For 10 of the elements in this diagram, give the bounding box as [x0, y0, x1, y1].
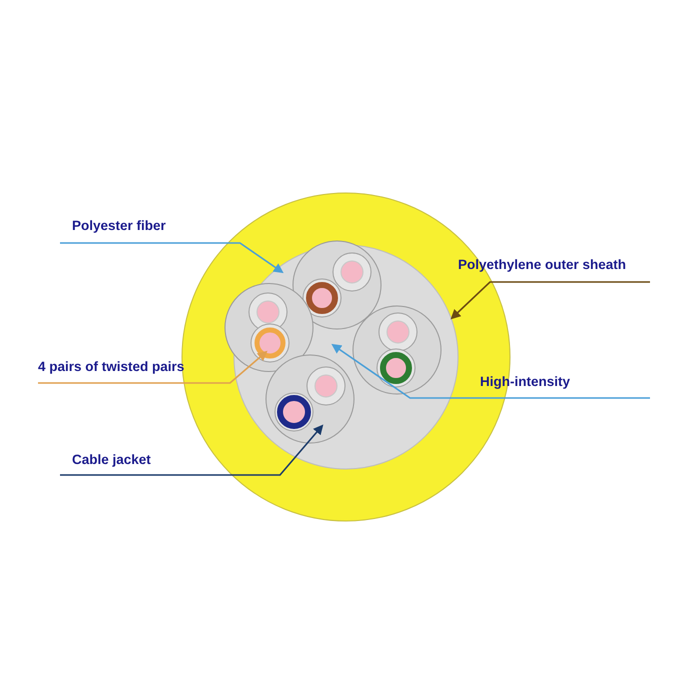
part-label: Cable jacket: [72, 452, 151, 475]
leader-line: [60, 424, 324, 476]
conductor-insulation: [254, 328, 286, 358]
conductor-insulation: [277, 395, 311, 429]
leader-line: [60, 242, 284, 274]
leader-line: [38, 350, 268, 384]
leader-line: [450, 281, 650, 320]
part-label: Polyester fiber: [72, 218, 166, 243]
filler-area: [224, 240, 458, 470]
leader-line: [331, 344, 651, 399]
